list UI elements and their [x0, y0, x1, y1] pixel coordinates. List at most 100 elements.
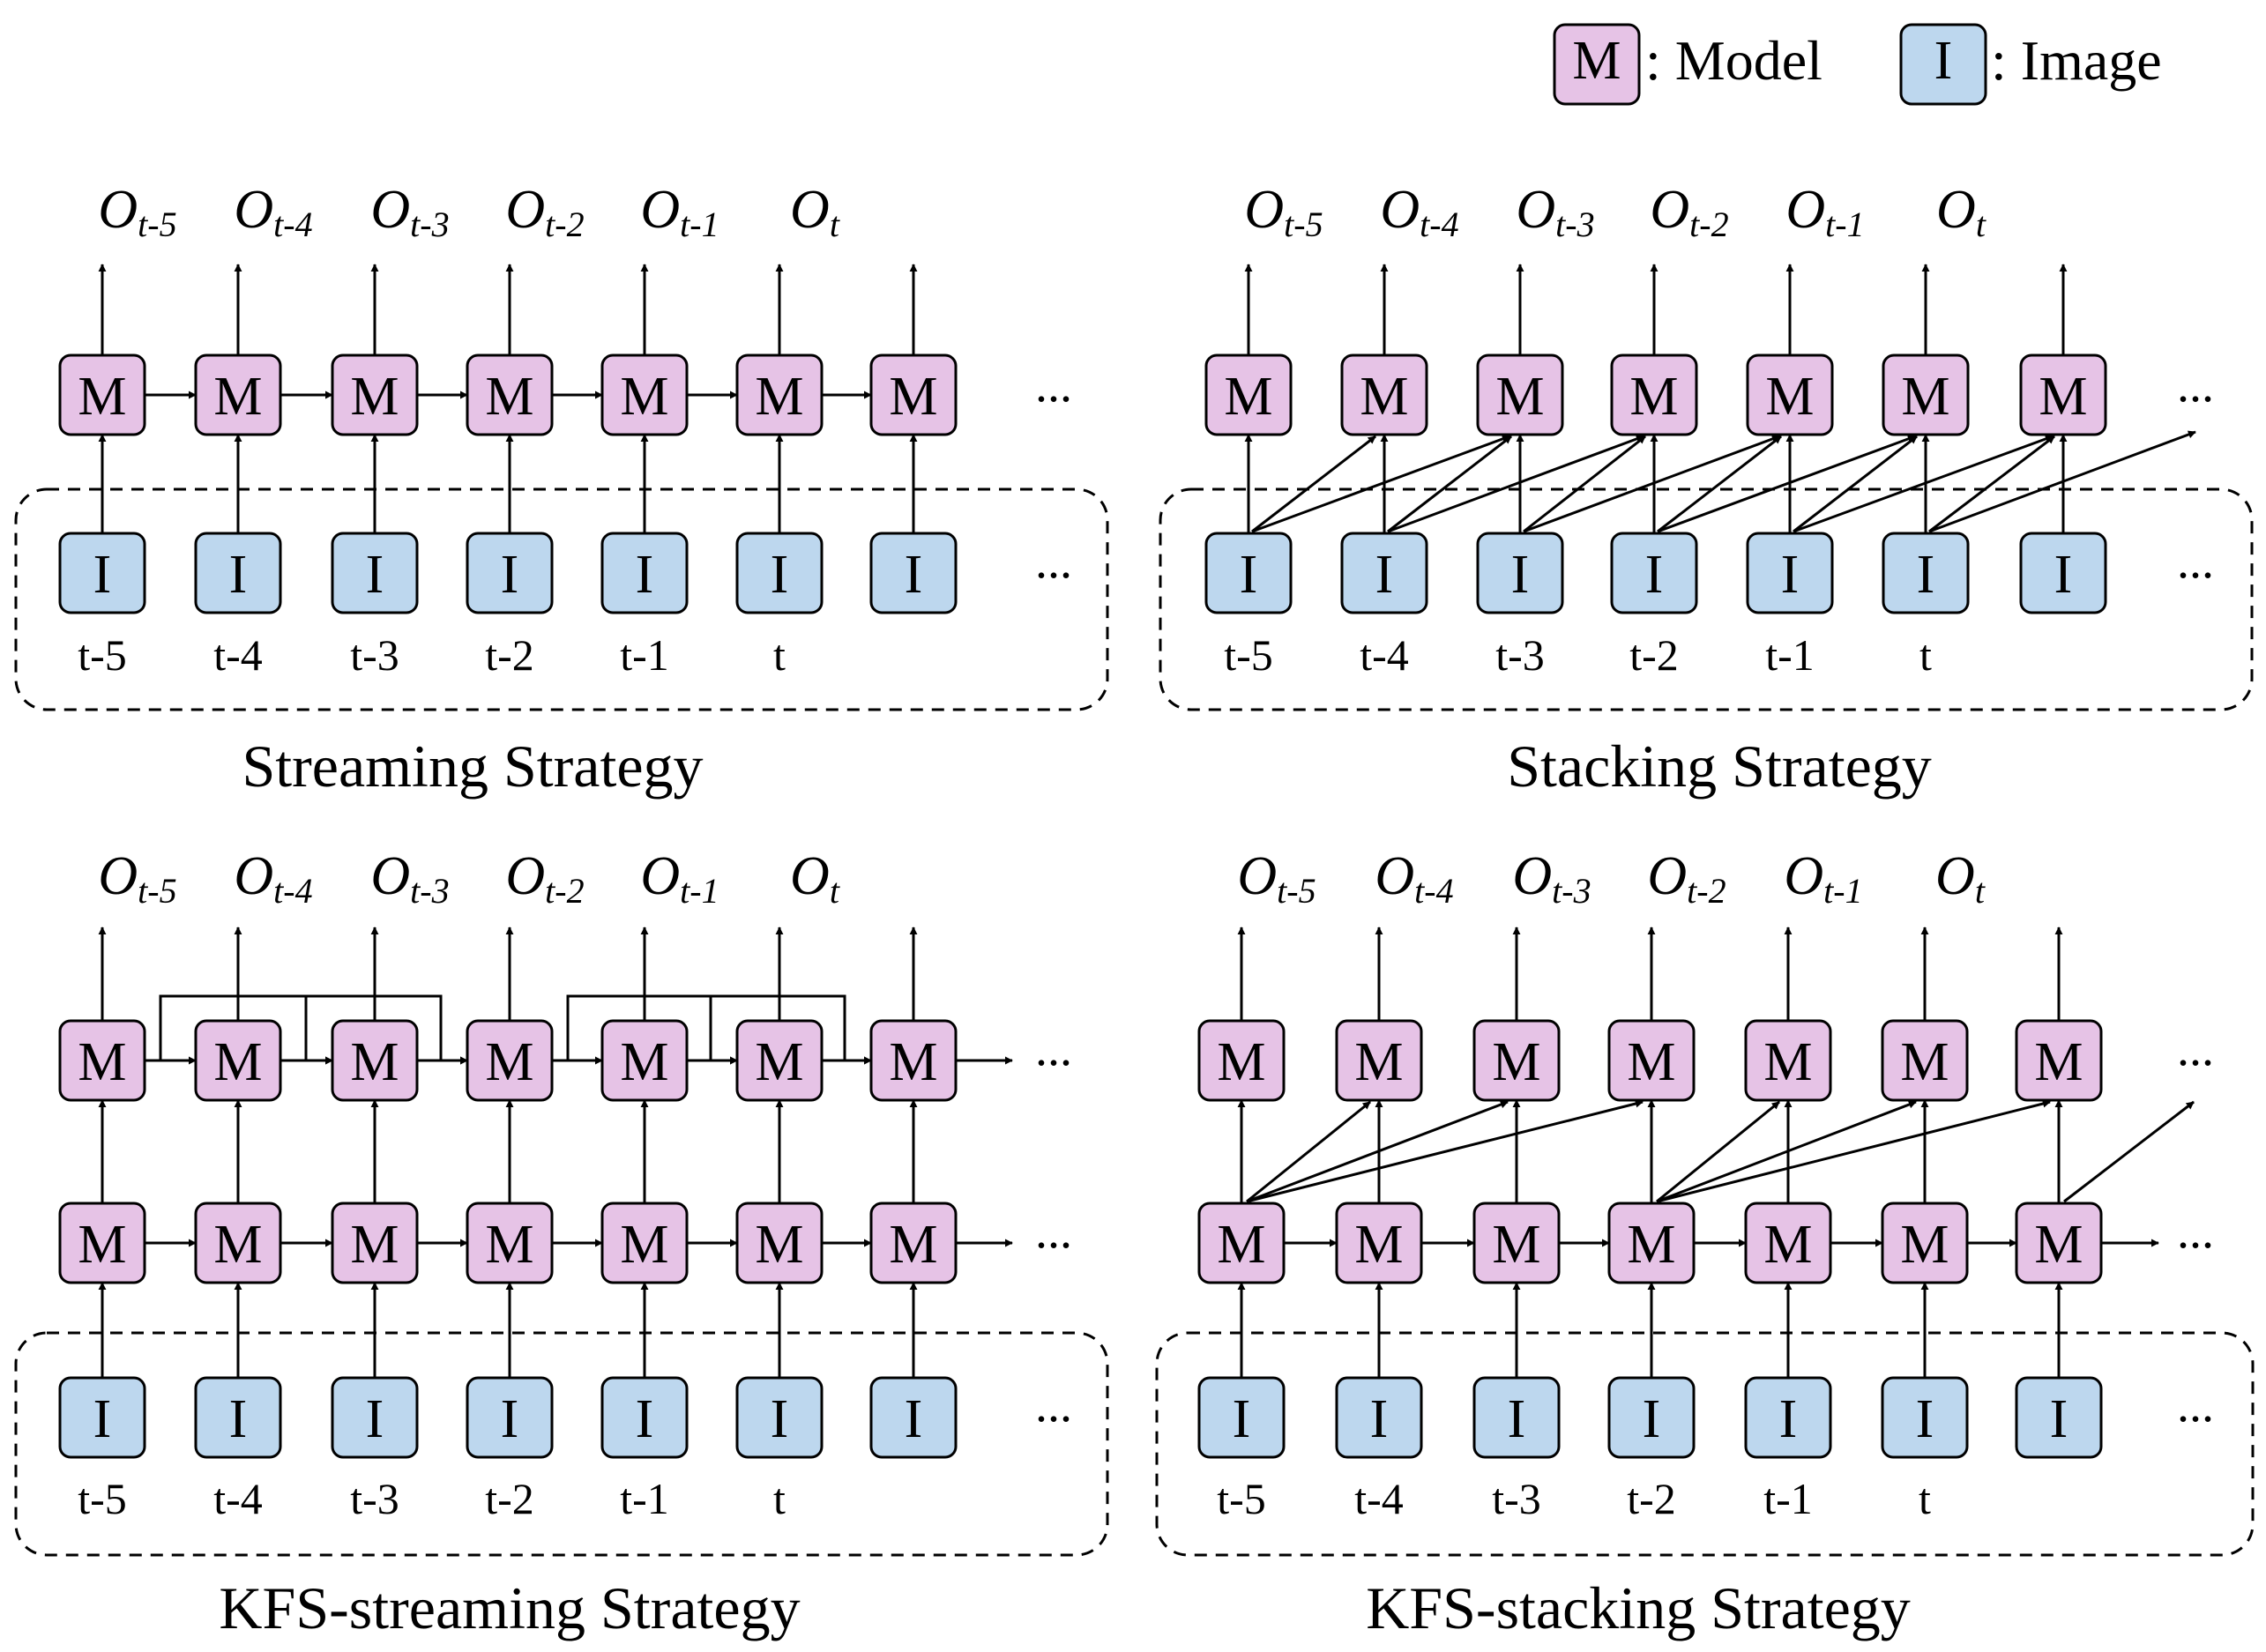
model-node: M [735, 353, 824, 436]
model-node-box [735, 353, 824, 436]
model-node-bottom: M [1744, 1202, 1832, 1284]
time-label: t [1919, 1474, 1931, 1523]
model-node: M [466, 353, 554, 436]
output-symbol: O [790, 180, 830, 240]
model-node-top-box [2015, 1019, 2103, 1102]
model-node-top-box [1744, 1019, 1832, 1102]
image-node: I [1335, 1376, 1423, 1459]
model-node-top-box [869, 1019, 958, 1102]
image-node-box [1335, 1376, 1423, 1459]
output-symbol: O [1516, 180, 1555, 240]
model-node: M [869, 353, 958, 436]
image-node-box [1610, 532, 1698, 614]
output-subscript: t-5 [1277, 871, 1316, 911]
legend-model-letter: M [1572, 31, 1621, 91]
output-symbol: O [1935, 846, 1975, 906]
image-node-letter: I [501, 1389, 519, 1449]
output-label: Ot-4 [1375, 846, 1453, 911]
model-node-letter: M [213, 367, 262, 427]
model-node-top: M [1335, 1019, 1423, 1102]
image-node: I [869, 532, 958, 614]
model-node-bottom: M [735, 1202, 824, 1284]
time-label: t-3 [1495, 630, 1545, 680]
image-node: I [869, 1376, 958, 1459]
output-symbol: O [98, 846, 138, 906]
image-node-letter: I [1240, 545, 1258, 605]
image-node: I [331, 532, 419, 614]
skip-connection [159, 994, 468, 1065]
model-node-top: M [1472, 1019, 1561, 1102]
model-node-top-letter: M [485, 1032, 533, 1092]
image-node-box [2019, 532, 2107, 614]
nodes-layer: MIMIMIMIMIMIMIMIMIMIMIMIMIMIMMIMMIMMIMMI… [58, 353, 2107, 1459]
output-symbol: O [1375, 846, 1414, 906]
panel-title: Streaming Strategy [242, 733, 703, 800]
image-node-letter: I [501, 545, 519, 605]
output-subscript: t-4 [273, 205, 312, 244]
stacked-input-arrow [1656, 1100, 1780, 1203]
model-node-bottom: M [194, 1202, 282, 1284]
output-subscript: t-3 [410, 871, 449, 911]
image-node-letter: I [1781, 545, 1800, 605]
model-node-bottom-letter: M [889, 1215, 937, 1275]
input-frame [1155, 1331, 2255, 1557]
kfs-stacking-panel: KFS-stacking Strategy [1155, 1331, 2255, 1641]
output-label: Ot-2 [1647, 846, 1726, 911]
model-node-letter: M [350, 367, 399, 427]
model-node-bottom-box [1607, 1202, 1696, 1284]
panel-title: KFS-streaming Strategy [219, 1574, 800, 1641]
model-node-bottom: M [2015, 1202, 2103, 1284]
model-node-top: M [600, 1019, 689, 1102]
model-node-letter: M [1901, 367, 1949, 427]
model-node-top-letter: M [889, 1032, 937, 1092]
time-label: t-4 [213, 630, 263, 680]
model-node-bottom-box [58, 1202, 146, 1284]
model-node: M [1476, 353, 1564, 436]
output-subscript: t-4 [273, 871, 312, 911]
image-node: I [331, 1376, 419, 1459]
image-node-letter: I [771, 1389, 789, 1449]
image-node: I [466, 1376, 554, 1459]
connection-arrows [98, 264, 2196, 1378]
output-subscript: t-5 [138, 205, 176, 244]
legend: M : Model I : Image [1553, 23, 2162, 106]
model-node-box [466, 353, 554, 436]
image-node-box [194, 1376, 282, 1459]
model-node-bottom: M [1472, 1202, 1561, 1284]
model-node-bottom-box [194, 1202, 282, 1284]
model-node-bottom-box [1335, 1202, 1423, 1284]
image-node-letter: I [93, 1389, 112, 1449]
input-frame [1159, 487, 2254, 711]
image-node-box [869, 532, 958, 614]
image-node-letter: I [93, 545, 112, 605]
image-node-letter: I [229, 545, 248, 605]
output-subscript: t-1 [1825, 205, 1864, 244]
image-node: I [1744, 1376, 1832, 1459]
model-node-top: M [1744, 1019, 1832, 1102]
model-node-bottom-letter: M [1354, 1215, 1403, 1275]
image-node-letter: I [1233, 1389, 1251, 1449]
output-symbol: O [1237, 846, 1277, 906]
model-node-letter: M [485, 367, 533, 427]
image-node: I [2019, 532, 2107, 614]
image-node-box [735, 532, 824, 614]
output-subscript: t-3 [410, 205, 449, 244]
image-node: I [1197, 1376, 1286, 1459]
model-node-box [194, 353, 282, 436]
image-node: I [600, 1376, 689, 1459]
output-label: Ot-1 [1785, 180, 1864, 244]
stacking-panel: Stacking Strategy [1159, 487, 2254, 800]
model-node-bottom-letter: M [485, 1215, 533, 1275]
model-node-top-box [331, 1019, 419, 1102]
model-node-top-box [58, 1019, 146, 1102]
model-node-top-box [1335, 1019, 1423, 1102]
model-node-top: M [1881, 1019, 1969, 1102]
output-symbol: O [1936, 180, 1976, 240]
output-symbol: O [98, 180, 138, 240]
image-node-letter: I [636, 1389, 654, 1449]
model-node-top-letter: M [2034, 1032, 2083, 1092]
image-node-box [1746, 532, 1834, 614]
model-node-top-letter: M [1217, 1032, 1265, 1092]
output-subscript: t-4 [1414, 871, 1453, 911]
